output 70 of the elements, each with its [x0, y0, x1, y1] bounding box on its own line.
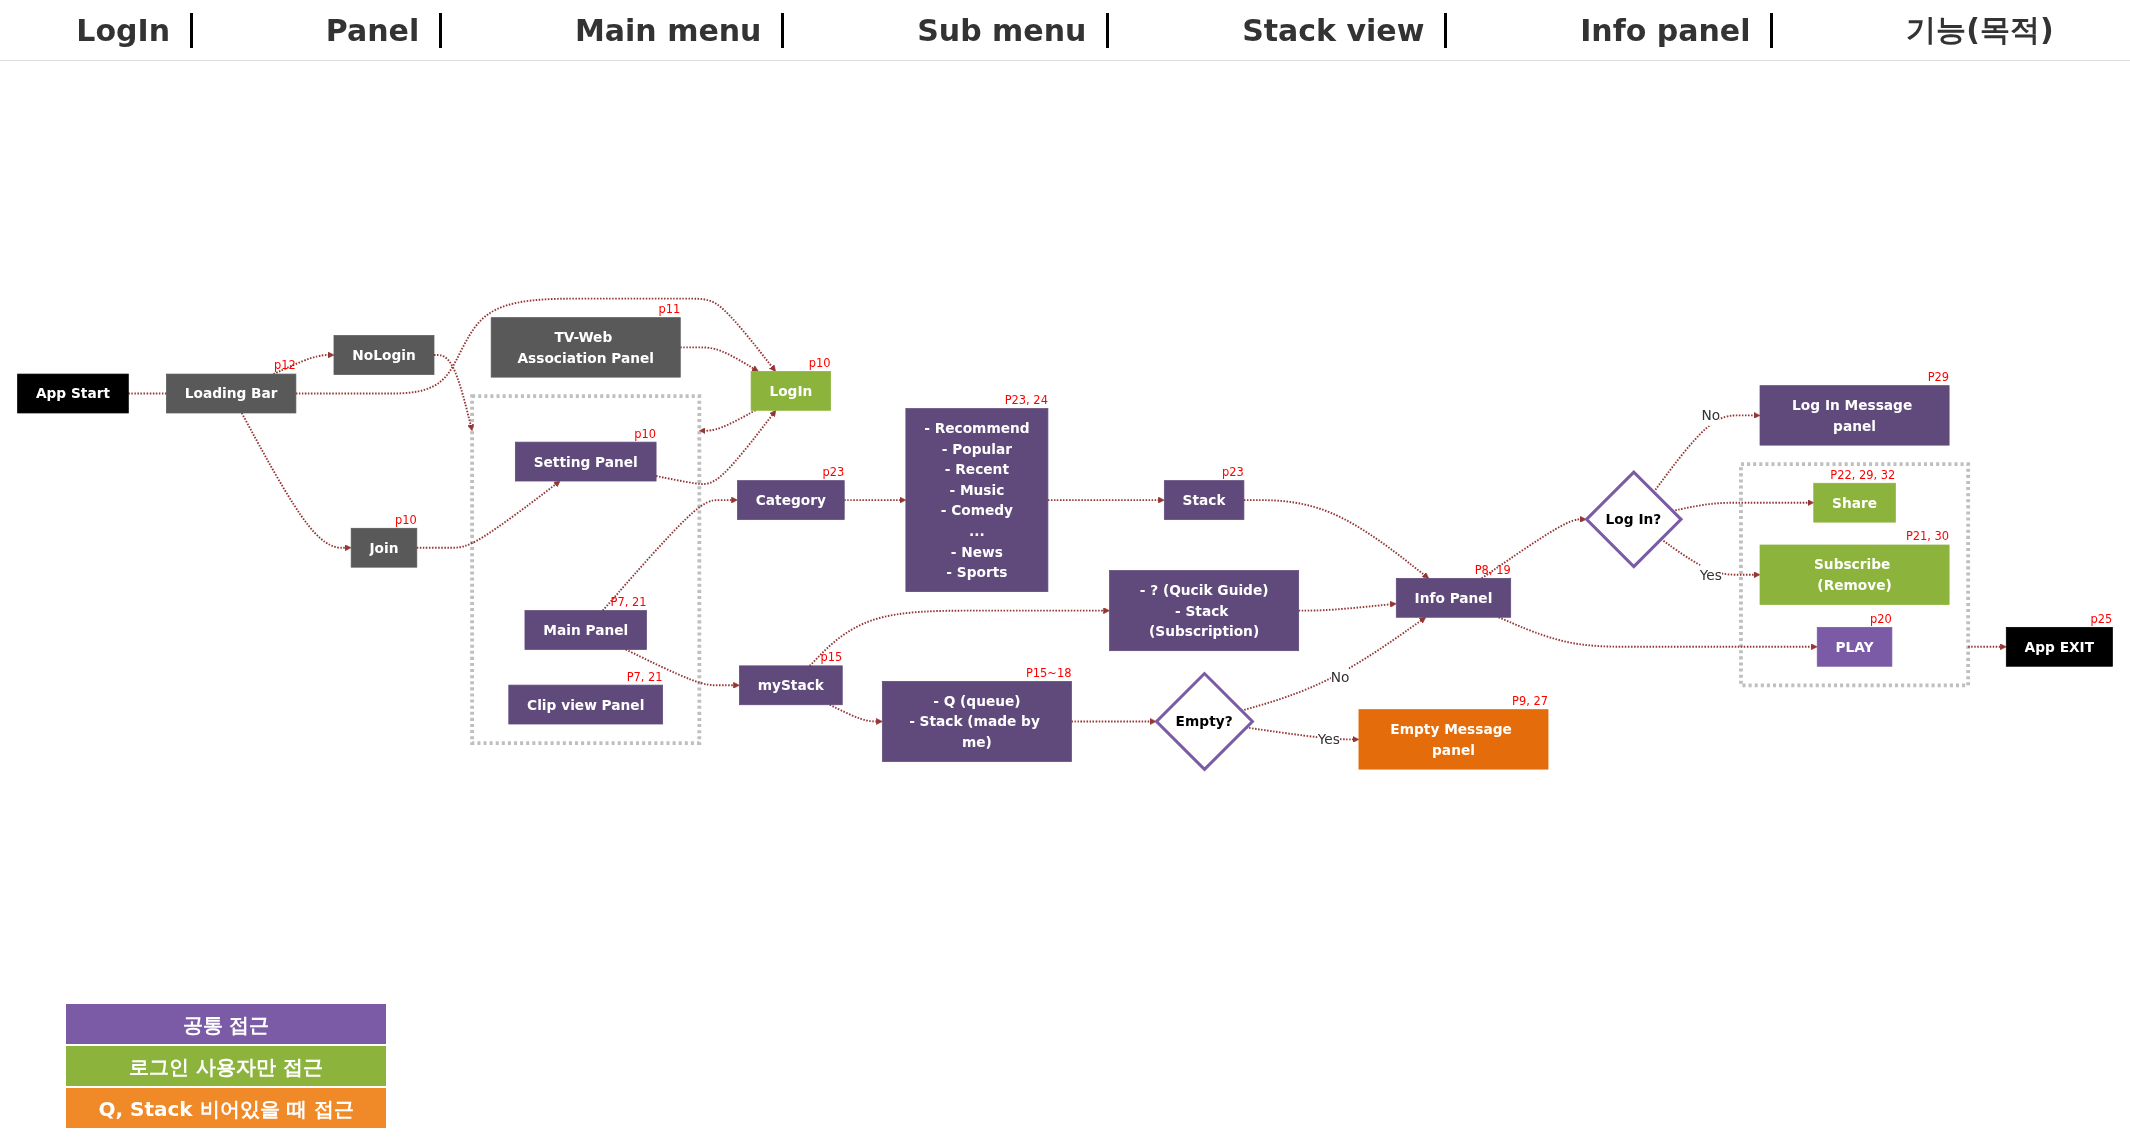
node-box: App Start — [17, 373, 129, 414]
cluster — [470, 394, 702, 745]
node-box: LogIn — [750, 371, 831, 411]
node-box: - Recommend - Popular - Recent - Music - Comedy ... - News - Sports — [905, 408, 1049, 592]
page-reference: p12 — [274, 358, 296, 373]
node-box: Info Panel — [1395, 578, 1512, 618]
page-reference: P7, 21 — [610, 595, 647, 609]
page-reference: P23, 24 — [1004, 393, 1048, 407]
node-box: - Q (queue) - Stack (made by me) — [881, 681, 1072, 762]
arrow — [1660, 538, 1761, 579]
column-heading: Info panel — [1560, 12, 1774, 48]
page-reference: p20 — [1870, 611, 1892, 626]
node-diamond: Log In? — [1584, 469, 1684, 569]
page-reference: p15 — [820, 650, 843, 665]
node-box: Main Panel — [524, 610, 647, 650]
node-box: myStack — [739, 665, 843, 706]
arrow — [1297, 601, 1397, 612]
edge-label: No — [1701, 407, 1721, 424]
edge-label: No — [1330, 669, 1350, 686]
column-heading: 기능(목적) — [1905, 10, 2055, 49]
page-reference: p10 — [395, 512, 417, 527]
arrow — [240, 412, 352, 552]
node-box: PLAY — [1816, 627, 1893, 667]
node-box: Join — [350, 527, 418, 568]
arrow — [1967, 643, 2007, 651]
page-reference: P15~18 — [1025, 665, 1072, 680]
arrow — [601, 496, 738, 612]
page-reference: P29 — [1927, 370, 1950, 385]
page-reference: P8, 19 — [1474, 562, 1511, 577]
node-box: Setting Panel — [514, 441, 657, 482]
legend-label: Q, Stack 비어있을 때 접근 — [97, 1096, 355, 1123]
cluster — [1739, 462, 1971, 688]
node-box: Stack — [1163, 480, 1245, 520]
arrow — [699, 409, 757, 435]
node-box: Log In Message panel — [1759, 385, 1950, 446]
page-reference: P9, 27 — [1512, 694, 1549, 709]
node-box: Clip view Panel — [508, 684, 663, 725]
page-reference: P7, 21 — [626, 669, 663, 684]
column-heading: LogIn — [56, 12, 194, 48]
legend-label: 공통 접근 — [181, 1012, 271, 1039]
page-reference: p23 — [1222, 465, 1244, 480]
column-heading: Panel — [305, 12, 443, 48]
page-reference: p25 — [2090, 611, 2113, 626]
edge-label: Yes — [1317, 731, 1340, 748]
arrow — [655, 410, 777, 485]
page-reference: p11 — [658, 302, 681, 317]
node-box: NoLogin — [333, 335, 435, 375]
page-reference: p10 — [634, 426, 657, 441]
node-box: TV-Web Association Panel — [490, 317, 681, 378]
edge-label: Yes — [1699, 566, 1722, 583]
node-box: Empty Message panel — [1358, 709, 1549, 770]
page-reference: p23 — [822, 465, 845, 480]
page-reference: P21, 30 — [1905, 529, 1950, 544]
legend-label: 로그인 사용자만 접근 — [128, 1054, 324, 1081]
node-diamond: Empty? — [1154, 671, 1255, 772]
node-box: Subscribe (Remove) — [1759, 544, 1950, 605]
node-box: - ? (Qucik Guide) - Stack (Subscription) — [1109, 570, 1300, 652]
page-reference: p10 — [808, 355, 831, 370]
column-heading: Sub menu — [897, 12, 1110, 48]
node-box: Loading Bar — [166, 373, 297, 414]
page-reference: P22, 29, 32 — [1830, 467, 1896, 482]
arrow — [828, 703, 883, 725]
column-heading: Stack view — [1222, 12, 1448, 48]
node-box: Category — [737, 480, 845, 520]
arrow — [1480, 516, 1587, 580]
node-box: App EXIT — [2005, 627, 2113, 667]
arrow — [433, 354, 474, 431]
node-box: Share — [1813, 482, 1896, 523]
column-heading: Main menu — [554, 12, 785, 48]
arrow — [415, 480, 561, 549]
